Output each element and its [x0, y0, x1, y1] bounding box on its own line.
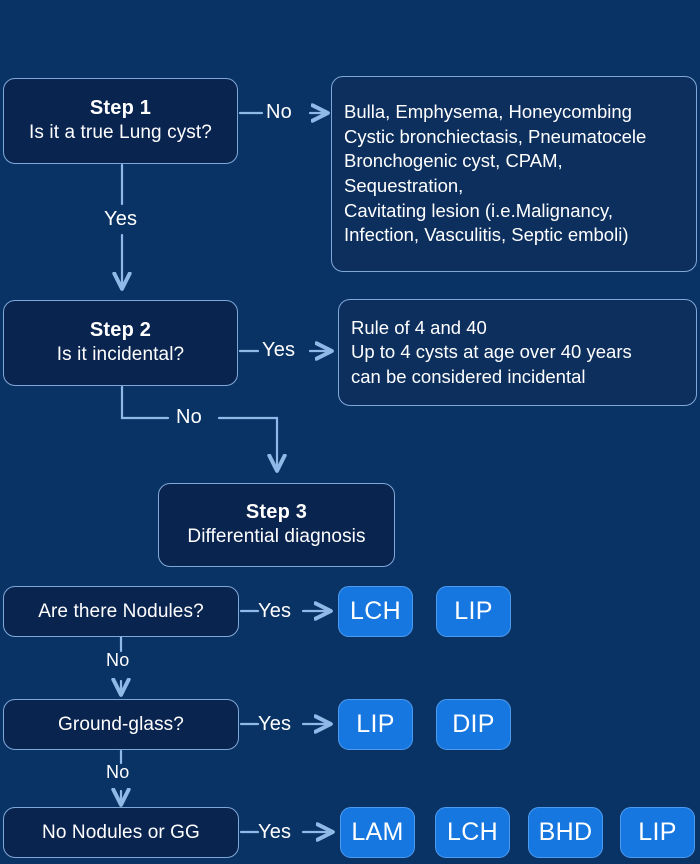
edge-label-step2-yes: Yes: [262, 339, 296, 361]
cyst-mimics-box: Bulla, Emphysema, Honeycombing Cystic br…: [331, 76, 697, 272]
mimics-line: Sequestration,: [344, 175, 464, 196]
diagnosis-chip-label: LIP: [454, 597, 493, 625]
diagnosis-chip-lip[interactable]: LIP: [338, 699, 413, 750]
diagnosis-chip-lip[interactable]: LIP: [436, 586, 511, 637]
question-nodules[interactable]: Are there Nodules?: [3, 586, 239, 637]
diagnosis-chip-lam[interactable]: LAM: [340, 807, 415, 858]
step1-question: Is it a true Lung cyst?: [29, 122, 212, 144]
edge-label-gg-yes: Yes: [258, 713, 292, 735]
diagnosis-chip-label: LIP: [356, 710, 395, 738]
step1-title: Step 1: [89, 97, 152, 120]
edge-label-gg-no: No: [106, 762, 130, 782]
rule-of-4-and-40-box: Rule of 4 and 40 Up to 4 cysts at age ov…: [338, 299, 697, 406]
step2-title: Step 2: [89, 319, 152, 342]
diagnosis-chip-label: BHD: [538, 818, 593, 846]
edge-label-step2-no: No: [176, 406, 202, 428]
diagnosis-chip-bhd[interactable]: BHD: [528, 807, 603, 858]
diagnosis-chip-dip[interactable]: DIP: [436, 699, 511, 750]
edge-label-nodules-no: No: [106, 650, 130, 670]
mimics-line: Bulla, Emphysema, Honeycombing: [344, 101, 632, 123]
question-no-nodules-or-gg-label: No Nodules or GG: [42, 821, 200, 843]
step2-node[interactable]: Step 2 Is it incidental?: [3, 300, 238, 386]
step3-title: Step 3: [245, 501, 308, 524]
question-no-nodules-or-gg[interactable]: No Nodules or GG: [3, 807, 239, 858]
diagnosis-chip-label: LAM: [351, 818, 404, 846]
step3-question: Differential diagnosis: [187, 526, 366, 548]
step2-question: Is it incidental?: [56, 344, 185, 366]
diagnosis-chip-label: LCH: [350, 597, 401, 625]
rule-line: can be considered incidental: [351, 365, 586, 387]
diagnosis-chip-lch[interactable]: LCH: [435, 807, 510, 858]
step1-node[interactable]: Step 1 Is it a true Lung cyst?: [3, 78, 238, 164]
diagnosis-chip-lip[interactable]: LIP: [620, 807, 695, 858]
diagnosis-chip-label: LCH: [447, 818, 498, 846]
mimics-line: Infection, Vasculitis, Septic emboli): [344, 224, 629, 246]
diagnosis-chip-label: LIP: [638, 818, 677, 846]
question-nodules-label: Are there Nodules?: [38, 600, 204, 622]
rule-line: Up to 4 cysts at age over 40 years: [351, 341, 632, 363]
edge-label-nodules-yes: Yes: [258, 600, 292, 622]
question-ground-glass[interactable]: Ground-glass?: [3, 699, 239, 750]
diagnosis-chip-label: DIP: [452, 710, 495, 738]
edge-label-neither-yes: Yes: [258, 821, 292, 843]
mimics-line: Cystic bronchiectasis, Pneumatocele: [344, 125, 647, 147]
mimics-line: Cavitating lesion (i.e.Malignancy,: [344, 199, 614, 221]
rule-line: Rule of 4 and 40: [351, 316, 487, 338]
step3-node[interactable]: Step 3 Differential diagnosis: [158, 483, 395, 567]
diagnosis-chip-lch[interactable]: LCH: [338, 586, 413, 637]
question-ground-glass-label: Ground-glass?: [58, 713, 184, 735]
mimics-line: Bronchogenic cyst, CPAM,: [344, 150, 563, 172]
edge-label-step1-yes: Yes: [104, 208, 138, 230]
edge-label-step1-no: No: [266, 101, 292, 123]
